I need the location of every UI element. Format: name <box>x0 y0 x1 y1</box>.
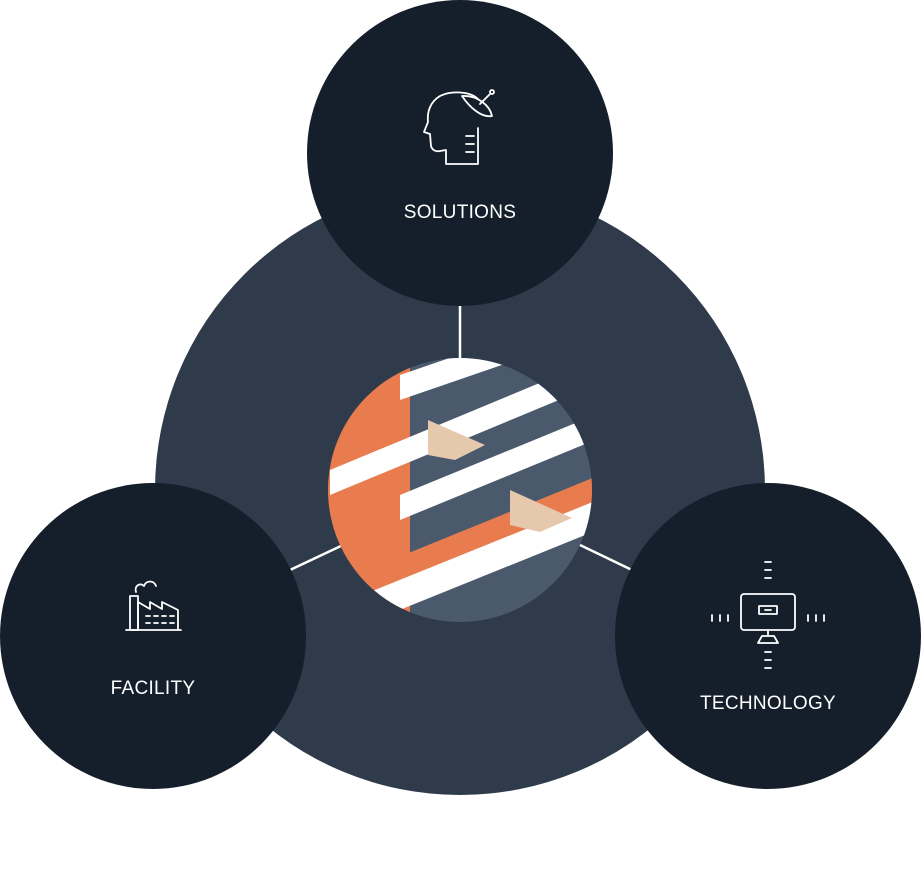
factory-icon <box>125 580 182 631</box>
node-technology: TECHNOLOGY <box>615 483 921 789</box>
solutions-circle <box>307 0 613 306</box>
connector-technology <box>579 543 633 572</box>
solutions-label: SOLUTIONS <box>404 202 517 223</box>
connector-facility <box>289 543 344 572</box>
technology-label: TECHNOLOGY <box>700 693 836 714</box>
connector-lines <box>289 305 633 572</box>
center-logo <box>328 358 592 622</box>
monitor-icon <box>711 561 825 669</box>
node-facility: FACILITY <box>0 483 306 789</box>
facility-label: FACILITY <box>111 678 196 699</box>
node-solutions: SOLUTIONS <box>307 0 613 306</box>
head-satellite-icon <box>423 89 495 165</box>
facility-circle <box>0 483 306 789</box>
